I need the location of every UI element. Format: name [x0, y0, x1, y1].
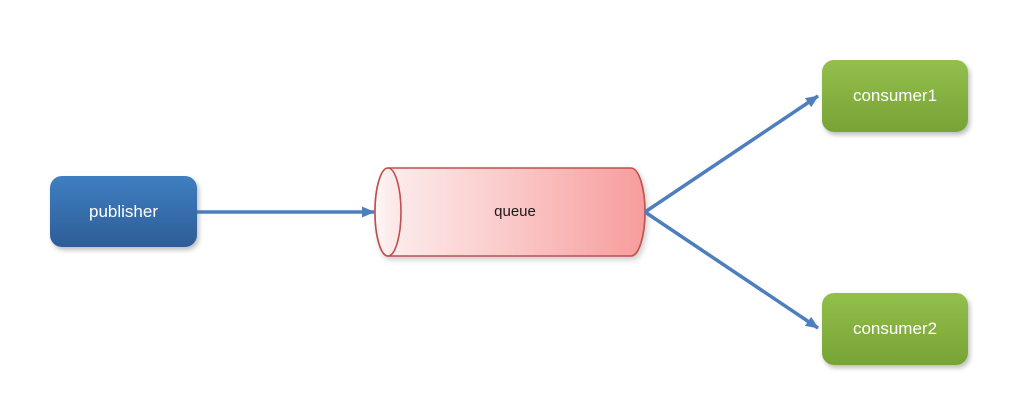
node-queue-shape — [374, 167, 646, 257]
publisher-label: publisher — [89, 201, 158, 221]
arrow-queue-to-consumer2 — [644, 210, 819, 330]
node-consumer2: consumer2 — [822, 293, 968, 365]
node-publisher: publisher — [50, 176, 197, 247]
consumer2-label: consumer2 — [852, 319, 938, 338]
queue-cylinder-cap — [374, 167, 402, 257]
queue-label: queue — [494, 203, 536, 220]
arrow-queue-to-consumer1 — [644, 94, 819, 214]
node-consumer1: consumer1 — [822, 60, 968, 132]
consumer1-label: consumer1 — [852, 86, 938, 105]
